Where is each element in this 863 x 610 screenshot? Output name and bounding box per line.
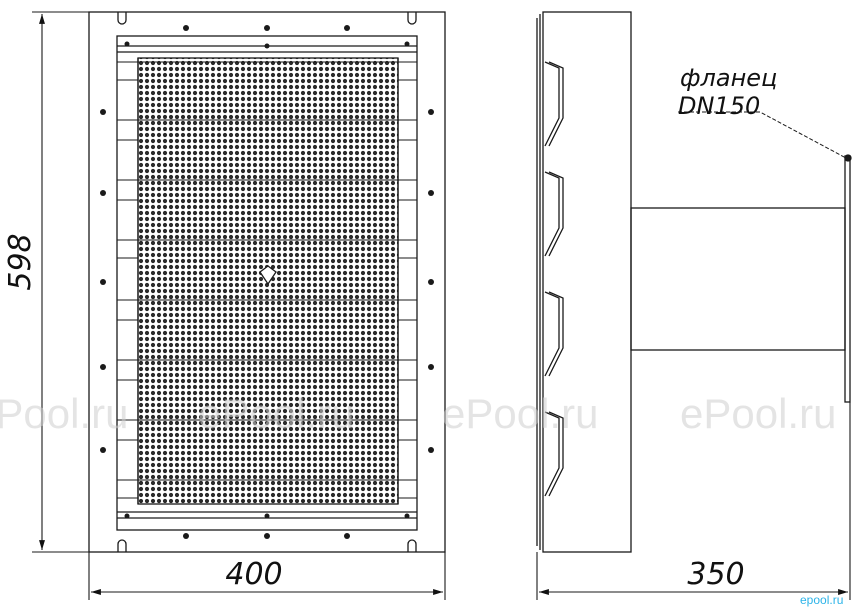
- flange-leader-line: [678, 111, 847, 159]
- watermarks: ePool.ru ePool.ru ePool.ru ePool.ru epoo…: [0, 390, 843, 607]
- side-view: [536, 11, 852, 553]
- svg-text:ePool.ru: ePool.ru: [442, 390, 598, 437]
- dimension-lines: [32, 11, 851, 600]
- front-outer-frame: [88, 11, 446, 553]
- front-view: [88, 11, 446, 553]
- bolt-holes: [100, 25, 434, 539]
- horizontal-ribs: [117, 61, 417, 499]
- front-inner-frame: [116, 35, 418, 531]
- flange: [844, 155, 851, 403]
- side-body: [542, 11, 632, 553]
- flange-label-line1: фланец: [680, 64, 777, 92]
- svg-text:ePool.ru: ePool.ru: [0, 390, 128, 437]
- height-dimension: 598: [3, 233, 38, 290]
- flange-label-line2: DN150: [678, 92, 760, 120]
- depth-dimension: 350: [687, 557, 744, 592]
- svg-text:ePool.ru: ePool.ru: [198, 390, 354, 437]
- louvers: [544, 61, 564, 497]
- pipe: [630, 207, 846, 351]
- width-dimension: 400: [225, 557, 282, 592]
- corner-watermark: epool.ru: [800, 593, 843, 607]
- center-emblem: [259, 265, 277, 286]
- svg-text:ePool.ru: ePool.ru: [680, 390, 836, 437]
